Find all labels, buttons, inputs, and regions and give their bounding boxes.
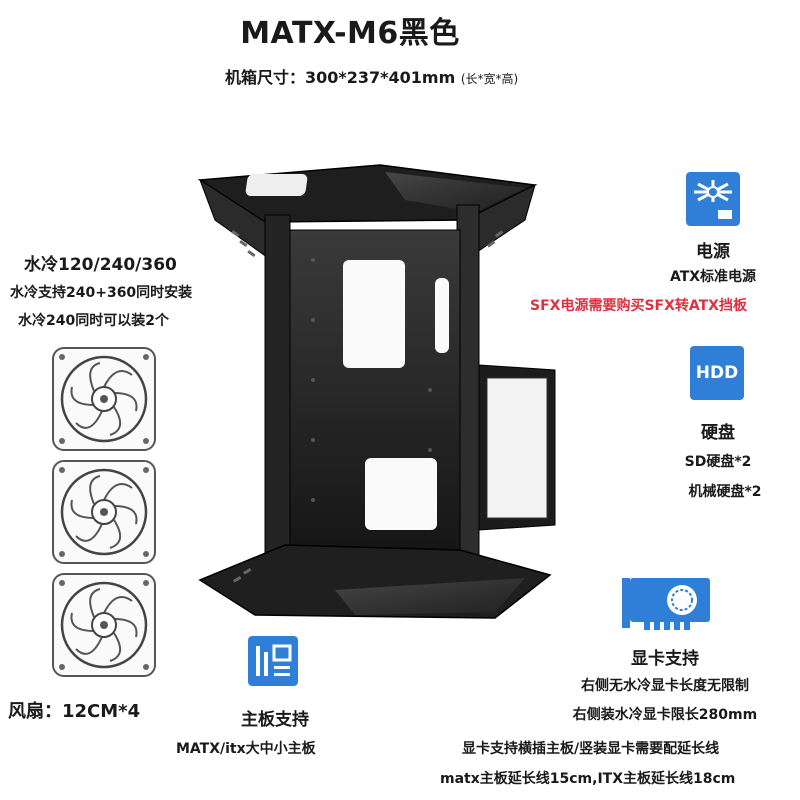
water-cooling-line2: 水冷240同时可以装2个 [18, 313, 169, 329]
psu-desc: ATX标准电源 [669, 269, 757, 285]
hdd-icon: HDD [690, 346, 744, 400]
dimensions-label: 机箱尺寸：300*237*401mm [225, 68, 456, 87]
psu-title: 电源 [696, 242, 730, 262]
page-title: MATX-M6黑色 [240, 16, 460, 51]
power-supply-icon [686, 172, 740, 226]
fan-icon [52, 347, 156, 451]
water-cooling-title: 水冷120/240/360 [24, 255, 177, 275]
hdd-mechanical-count: 机械硬盘*2 [688, 484, 762, 500]
psu-warning: SFX电源需要购买SFX转ATX挡板 [530, 298, 747, 314]
gpu-line4: matx主板延长线15cm,ITX主板延长线18cm [440, 771, 736, 787]
gpu-line2: 右侧装水冷显卡限长280mm [572, 707, 758, 723]
gpu-line3: 显卡支持横插主板/竖装显卡需要配延长线 [462, 741, 720, 757]
fan-icon [52, 460, 156, 564]
graphics-card-icon [622, 578, 710, 630]
case-dimensions: 机箱尺寸：300*237*401mm (长*宽*高) [225, 64, 518, 88]
gpu-title: 显卡支持 [631, 649, 699, 669]
pc-case-image [197, 164, 556, 619]
motherboard-desc: MATX/itx大中小主板 [176, 741, 316, 757]
hdd-title: 硬盘 [701, 423, 735, 443]
dimensions-note: (长*宽*高) [460, 72, 519, 86]
gpu-line1: 右侧无水冷显卡长度无限制 [581, 678, 749, 694]
motherboard-icon [248, 636, 298, 686]
fan-count-label: 风扇：12CM*4 [8, 701, 141, 722]
motherboard-title: 主板支持 [241, 710, 309, 730]
water-cooling-line1: 水冷支持240+360同时安装 [10, 285, 193, 301]
fan-icon [52, 573, 156, 677]
hdd-ssd-count: SD硬盘*2 [684, 454, 752, 470]
